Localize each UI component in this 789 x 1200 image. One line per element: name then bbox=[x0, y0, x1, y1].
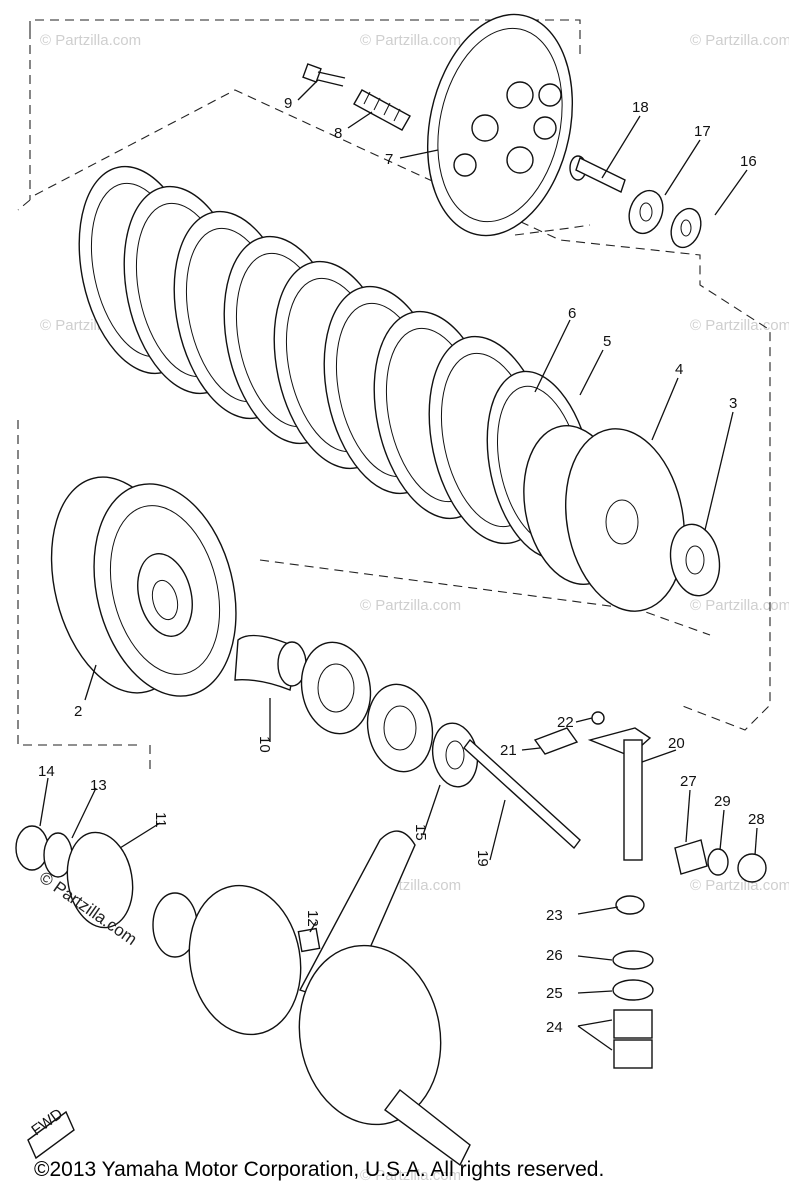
callout-22: 22 bbox=[557, 714, 574, 731]
callout-10: 10 bbox=[256, 736, 273, 753]
thrust-washer bbox=[669, 523, 721, 597]
callout-19: 19 bbox=[474, 850, 491, 867]
callout-16: 16 bbox=[740, 153, 757, 170]
callout-24: 24 bbox=[546, 1019, 563, 1036]
push-rod-parts bbox=[569, 155, 702, 249]
adjuster-parts bbox=[674, 839, 767, 883]
callout-8: 8 bbox=[334, 125, 342, 142]
callout-23: 23 bbox=[546, 907, 563, 924]
callout-28: 28 bbox=[748, 811, 765, 828]
push-lever-assembly bbox=[463, 711, 654, 1069]
callout-7: 7 bbox=[385, 151, 393, 168]
svg-text:© Partzilla.com: © Partzilla.com bbox=[360, 597, 461, 614]
clutch-housing bbox=[50, 476, 237, 697]
callout-3: 3 bbox=[729, 395, 737, 412]
callout-27: 27 bbox=[680, 773, 697, 790]
callout-12: 12 bbox=[304, 910, 321, 927]
sleeve-and-gears bbox=[234, 634, 479, 788]
callout-17: 17 bbox=[694, 123, 711, 140]
callout-26: 26 bbox=[546, 947, 563, 964]
svg-text:© Partzilla.com: © Partzilla.com bbox=[690, 877, 789, 894]
callout-29: 29 bbox=[714, 793, 731, 810]
callout-20: 20 bbox=[668, 735, 685, 752]
callout-9: 9 bbox=[284, 95, 292, 112]
svg-text:© Partzilla.com: © Partzilla.com bbox=[690, 317, 789, 334]
fwd-arrow: FWD bbox=[27, 1105, 75, 1160]
leader-lines bbox=[39, 79, 758, 1051]
crankshaft bbox=[15, 825, 471, 1167]
bolt-and-spring bbox=[302, 63, 411, 131]
svg-text:© Partzilla.com: © Partzilla.com bbox=[690, 32, 789, 49]
svg-text:© Partzilla.com: © Partzilla.com bbox=[360, 32, 461, 49]
callout-11: 11 bbox=[152, 812, 169, 828]
callout-15: 15 bbox=[412, 824, 429, 841]
callout-25: 25 bbox=[546, 985, 563, 1002]
pressure-plate bbox=[426, 13, 574, 237]
callout-4: 4 bbox=[675, 361, 683, 378]
callout-2: 2 bbox=[74, 703, 82, 720]
svg-text:© Partzilla.com: © Partzilla.com bbox=[40, 32, 141, 49]
copyright-notice: ©2013 Yamaha Motor Corporation, U.S.A. A… bbox=[34, 1158, 605, 1181]
svg-text:© Partzilla.com: © Partzilla.com bbox=[690, 597, 789, 614]
callout-5: 5 bbox=[603, 333, 611, 350]
callout-21: 21 bbox=[500, 742, 517, 759]
callout-18: 18 bbox=[632, 99, 649, 116]
clutch-plate-stack bbox=[78, 165, 594, 560]
svg-text:© Partzilla.com: © Partzilla.com bbox=[360, 1167, 461, 1184]
callout-13: 13 bbox=[90, 777, 107, 794]
callout-6: 6 bbox=[568, 305, 576, 322]
callout-14: 14 bbox=[38, 763, 55, 780]
part-callouts: 9 8 7 18 17 16 6 5 4 3 2 10 15 11 14 13 … bbox=[38, 95, 765, 1036]
clutch-boss bbox=[523, 425, 686, 612]
